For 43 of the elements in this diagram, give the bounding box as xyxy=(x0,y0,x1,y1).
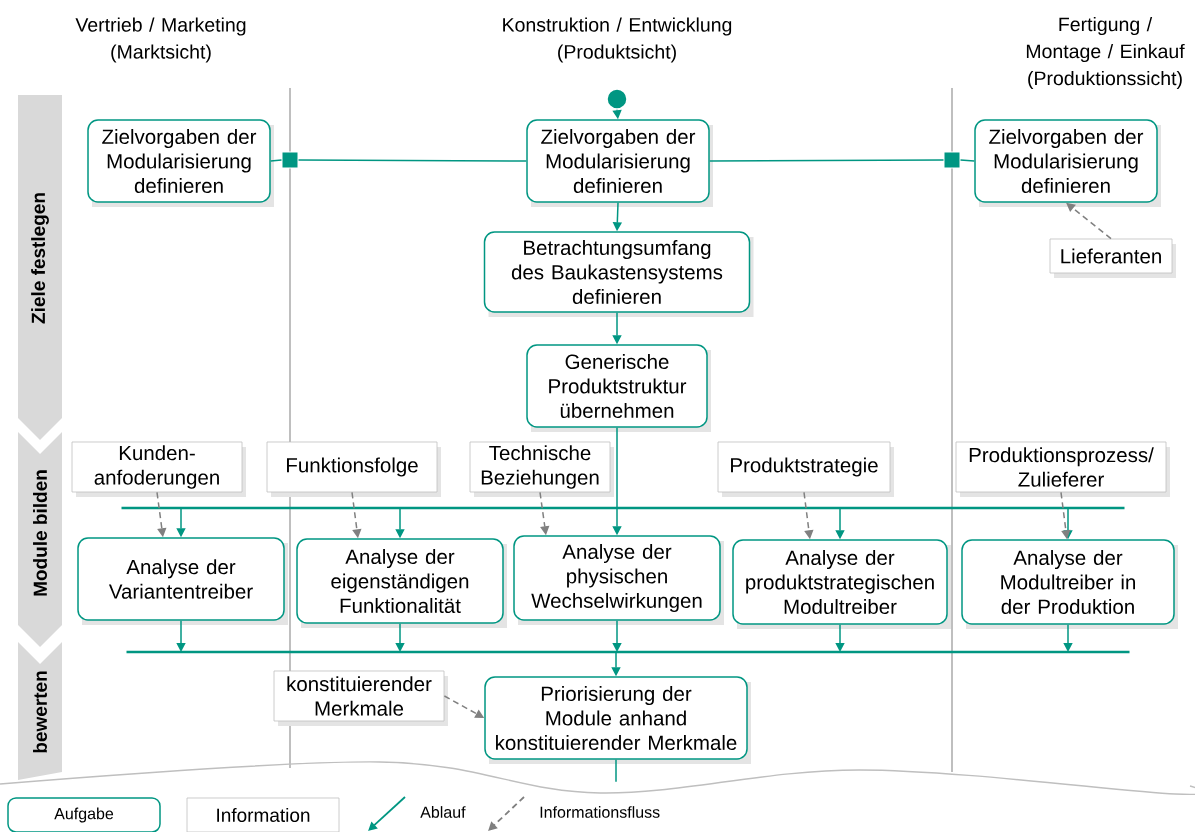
sync-bar xyxy=(121,506,1125,510)
connector-line xyxy=(709,159,945,162)
task-box: Analyse der Variantentreiber xyxy=(77,537,288,625)
task-box: Analyse der produktstrategischen Modultreiber xyxy=(732,539,951,629)
arrow xyxy=(612,620,622,652)
task-box: Zielvorgaben der Modularisierung definieren xyxy=(526,119,713,207)
legend-label: Ablauf xyxy=(420,806,466,818)
task-box: Analyse der eigenständigen Funktionalität xyxy=(296,538,507,628)
task-box: Zielvorgaben der Modularisierung definieren xyxy=(87,119,274,207)
task-box: Analyse der Modultreiber in der Produktion xyxy=(961,539,1178,629)
phase-chevron: Ziele festlegen xyxy=(18,95,62,440)
legend-label: Informationsfluss xyxy=(540,806,660,818)
arrow xyxy=(395,623,405,652)
legend-task-box: Aufgabe xyxy=(7,797,161,832)
information-box: konstituierender Merkmale xyxy=(273,670,448,726)
information-box: Kunden- anfoderungen xyxy=(71,441,246,497)
arrow xyxy=(176,620,186,652)
phase-chevron: Module bilden xyxy=(18,432,62,647)
connector-line xyxy=(959,159,975,162)
connector-line xyxy=(297,159,527,162)
start-circle xyxy=(606,88,628,110)
connector-line xyxy=(616,427,618,509)
task-box: Generische Produktstruktur übernehmen xyxy=(526,344,711,432)
connector-line xyxy=(615,759,617,783)
lane-header: Konstruktion / Entwicklung (Produktsicht) xyxy=(503,17,732,63)
task-box: Betrachtungsumfang des Baukastensystems definieren xyxy=(483,231,754,317)
task-box: Analyse der physischen Wechselwirkungen xyxy=(513,535,724,625)
connector-square xyxy=(943,151,961,169)
information-box: Produktstrategie xyxy=(717,441,894,497)
phase-chevron: bewerten xyxy=(18,642,62,780)
information-box: Technische Beziehungen xyxy=(469,441,614,497)
connector-square xyxy=(281,151,299,169)
lane-header: Fertigung / Montage / Einkauf (Produktionssicht) xyxy=(1026,16,1185,90)
task-box: Zielvorgaben der Modularisierung definieren xyxy=(974,119,1161,207)
task-box: Priorisierung der Module anhand konstituierender Merkmale xyxy=(484,676,751,764)
arrow xyxy=(835,624,845,652)
legend-information-box: Information xyxy=(186,797,340,832)
information-box: Funktionsfolge xyxy=(266,441,441,497)
information-box: Lieferanten xyxy=(1049,238,1176,278)
lane-header: Vertrieb / Marketing (Marktsicht) xyxy=(75,17,246,63)
information-box: Produktionsprozess/ Zulieferer xyxy=(955,441,1170,497)
connector-line xyxy=(270,159,283,162)
arrow xyxy=(1063,624,1073,652)
